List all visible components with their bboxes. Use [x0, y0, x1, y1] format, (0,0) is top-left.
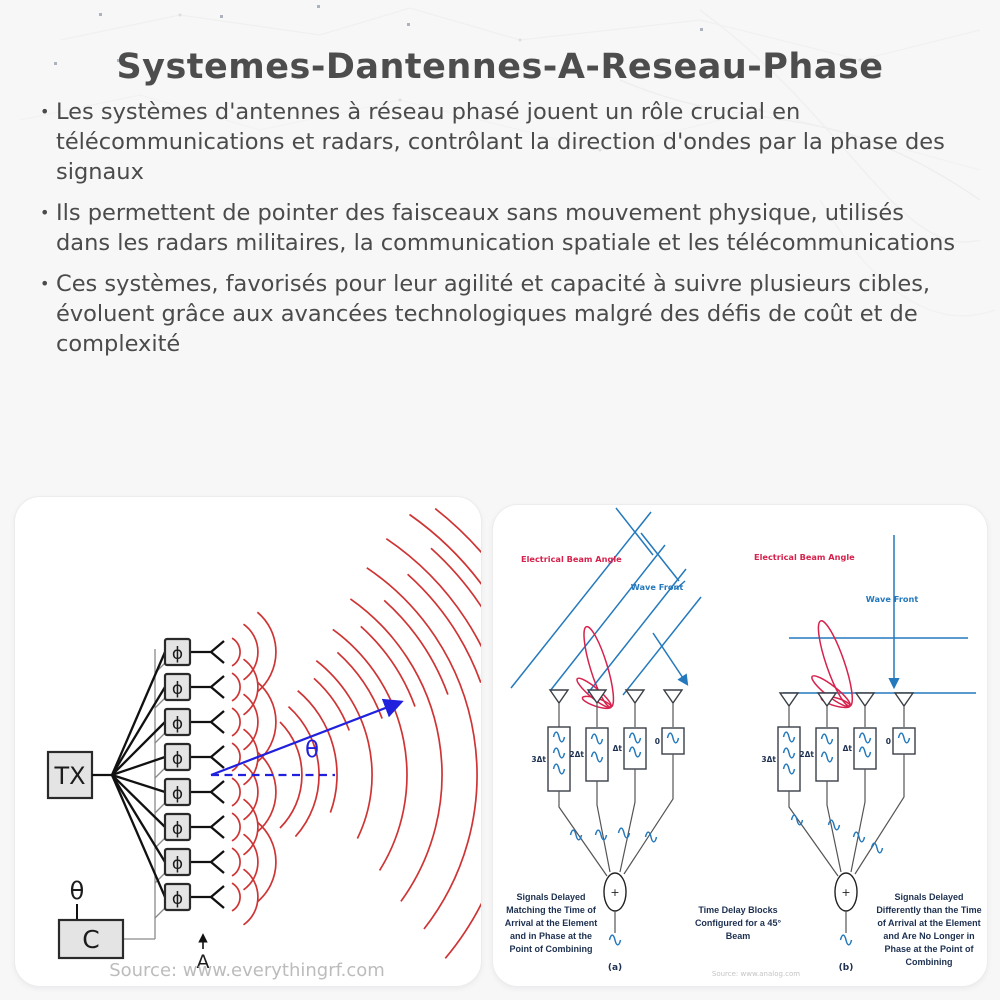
- delay-label: 2Δt: [569, 750, 584, 759]
- caption-panel-b: Signals Delayed Differently than the Tim…: [876, 892, 982, 968]
- controller-label: C: [82, 925, 99, 954]
- panel-b-tag: (b): [839, 963, 854, 973]
- bullet-marker: •: [40, 102, 50, 121]
- phase-symbol: ϕ: [172, 714, 183, 734]
- page-title: Systemes-Dantennes-A-Reseau-Phase: [116, 47, 884, 88]
- beam-angle-label: θ: [305, 737, 319, 763]
- delay-label: 3Δt: [761, 755, 776, 764]
- bullet-marker: •: [40, 274, 50, 293]
- source-credit-left: Source: www.everythingrf.com: [109, 960, 385, 981]
- phase-symbol: ϕ: [172, 889, 183, 909]
- bullet-text-3: Ces systèmes, favorisés pour leur agilit…: [56, 271, 931, 357]
- delay-blocks-b: 3Δt 2Δt Δt 0: [761, 726, 916, 792]
- phased-array-diagram-card: ϕ ϕ ϕ ϕ ϕ ϕ ϕ ϕ TX θ C θ A Source: www.e…: [14, 496, 482, 987]
- phase-shifter-boxes: ϕ ϕ ϕ ϕ ϕ ϕ ϕ ϕ: [163, 637, 192, 912]
- tx-label: TX: [53, 762, 85, 790]
- antenna-icons-a: [548, 689, 684, 727]
- bullet-marker: •: [40, 203, 50, 222]
- panel-a-tag: (a): [608, 963, 622, 973]
- bullet-item-3: • Ces systèmes, favorisés pour leur agil…: [40, 269, 956, 359]
- time-delay-diagram-card: Electrical Beam Angle Wave Front 3Δt 2Δt…: [492, 504, 988, 987]
- beam-direction-arrow: [210, 698, 404, 777]
- delay-label: Δt: [843, 744, 853, 753]
- delay-label: 3Δt: [531, 755, 546, 764]
- theta-control-label: θ: [70, 877, 85, 905]
- delay-label: 0: [655, 737, 660, 746]
- delay-blocks-a: 3Δt 2Δt Δt 0: [531, 726, 685, 792]
- antenna-icons-b: [778, 692, 915, 727]
- controller-box: θ C: [57, 877, 125, 960]
- combiner-a: +: [558, 754, 674, 946]
- phase-symbol: ϕ: [172, 854, 183, 874]
- delay-label: 2Δt: [799, 750, 814, 759]
- caption-panel-a: Signals Delayed Matching the Time of Arr…: [504, 892, 598, 955]
- control-bus-lines: [123, 649, 166, 940]
- bullet-item-2: • Ils permettent de pointer des faisceau…: [40, 198, 956, 258]
- delay-label: Δt: [613, 744, 623, 753]
- panel-b: Electrical Beam Angle Wave Front 3Δt 2Δt…: [754, 535, 976, 973]
- phase-symbol: ϕ: [172, 679, 183, 699]
- beam-angle-label-a: Electrical Beam Angle: [521, 554, 622, 564]
- source-credit-right: Source: www.analog.com: [712, 970, 800, 978]
- array-axis-label: A: [197, 951, 210, 973]
- bullet-text-2: Ils permettent de pointer des faisceaux …: [56, 200, 956, 256]
- phase-symbol: ϕ: [172, 819, 183, 839]
- wave-front-label-a: Wave Front: [631, 582, 684, 592]
- tx-feed-fan-lines: [110, 651, 167, 898]
- delay-label: 0: [886, 737, 891, 746]
- wavefront-lines-a: [510, 507, 702, 696]
- phase-symbol: ϕ: [172, 749, 183, 769]
- sum-symbol: +: [841, 886, 850, 899]
- antenna-elements: [190, 640, 225, 909]
- wave-front-label-b: Wave Front: [866, 594, 919, 604]
- tx-box: TX: [46, 750, 112, 800]
- combiner-b: +: [788, 754, 905, 946]
- bullet-list: • Les systèmes d'antennes à réseau phasé…: [40, 97, 956, 370]
- bullet-text-1: Les systèmes d'antennes à réseau phasé j…: [56, 99, 945, 185]
- red-wavefront-arcs: [231, 497, 481, 959]
- propagation-arrow-a: [652, 632, 689, 686]
- phase-symbol: ϕ: [172, 644, 183, 664]
- beam-steering: θ: [210, 698, 404, 777]
- bullet-item-1: • Les systèmes d'antennes à réseau phasé…: [40, 97, 956, 187]
- caption-center: Time Delay Blocks Configured for a 45° B…: [694, 905, 782, 942]
- sum-symbol: +: [610, 886, 619, 899]
- panel-a: Electrical Beam Angle Wave Front 3Δt 2Δt…: [510, 507, 702, 973]
- beam-angle-label-b: Electrical Beam Angle: [754, 552, 855, 562]
- phase-symbol: ϕ: [172, 784, 183, 804]
- array-axis: A: [197, 933, 210, 973]
